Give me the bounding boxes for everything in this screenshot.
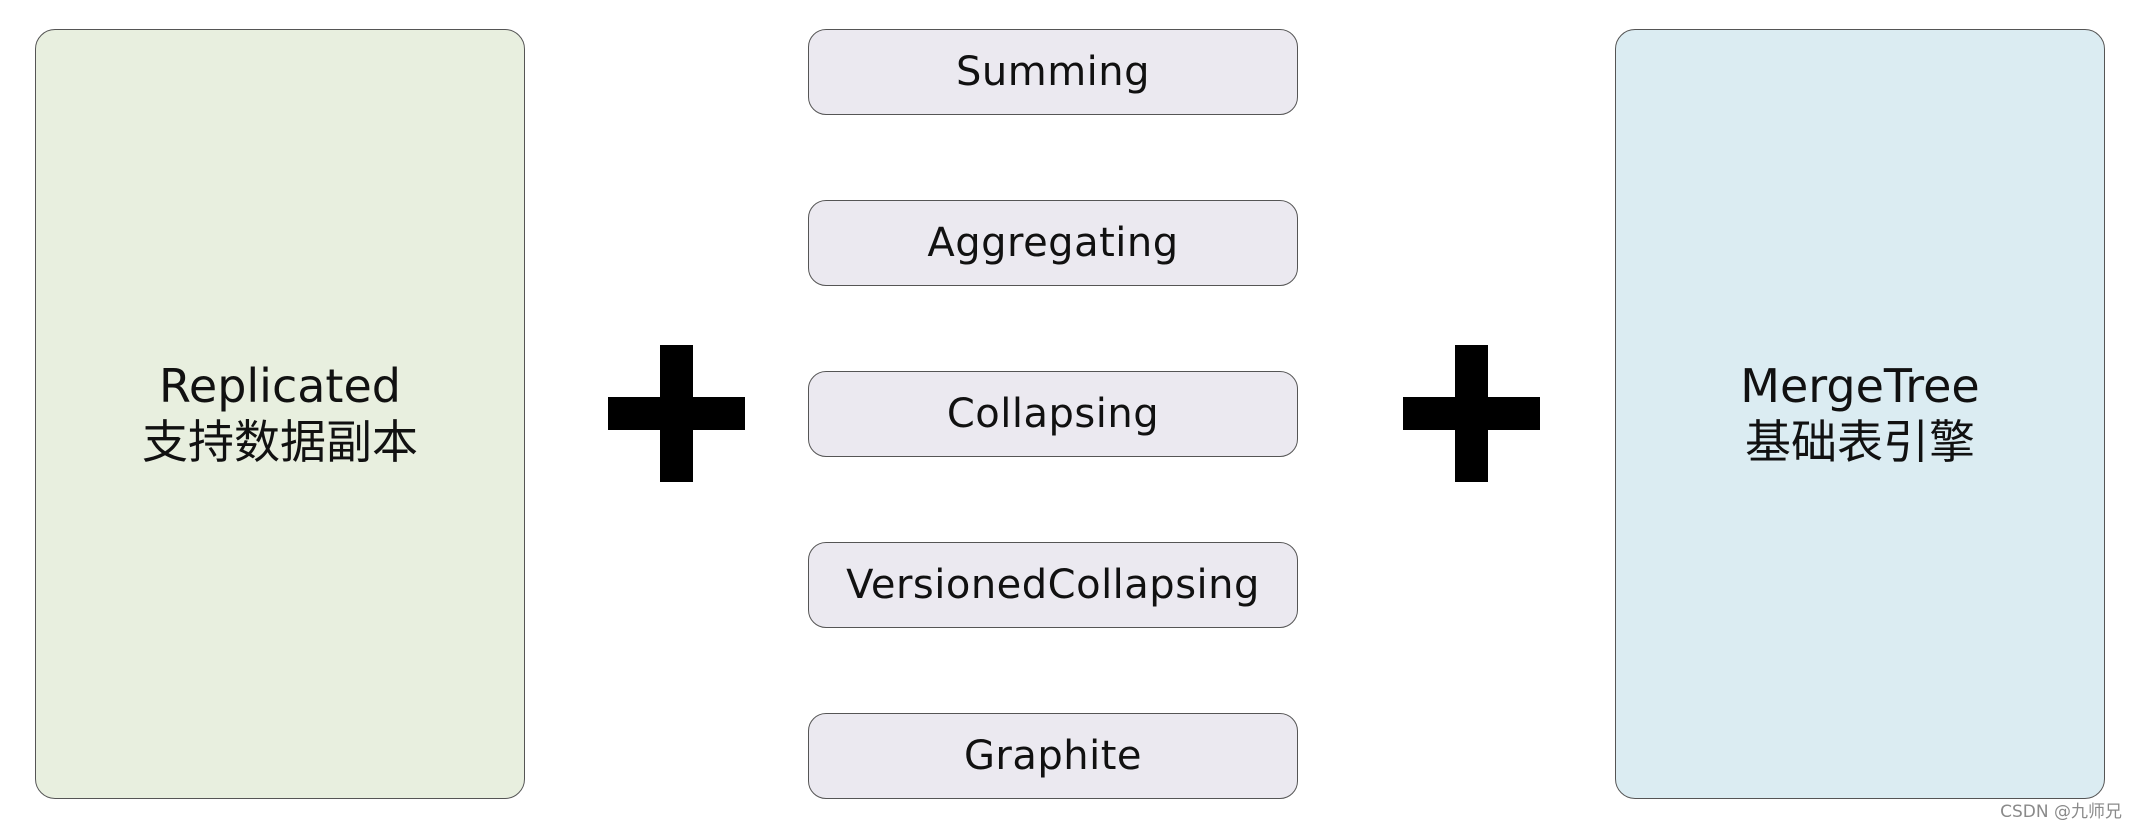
replicated-subtitle: 支持数据副本: [142, 415, 418, 469]
watermark: CSDN @九师兄: [2000, 802, 2122, 822]
mergetree-box: MergeTree 基础表引擎: [1615, 29, 2105, 799]
engine-box-collapsing: Collapsing: [808, 371, 1298, 457]
engine-box-summing: Summing: [808, 29, 1298, 115]
mergetree-title: MergeTree: [1740, 358, 1980, 413]
plus-icon: [608, 345, 745, 482]
engine-box-graphite: Graphite: [808, 713, 1298, 799]
plus-vertical-bar: [1455, 345, 1488, 482]
engine-box-aggregating: Aggregating: [808, 200, 1298, 286]
mergetree-subtitle: 基础表引擎: [1745, 415, 1975, 469]
plus-vertical-bar: [660, 345, 693, 482]
replicated-title: Replicated: [159, 358, 401, 413]
engine-box-versioned-collapsing: VersionedCollapsing: [808, 542, 1298, 628]
plus-icon: [1403, 345, 1540, 482]
replicated-box: Replicated 支持数据副本: [35, 29, 525, 799]
